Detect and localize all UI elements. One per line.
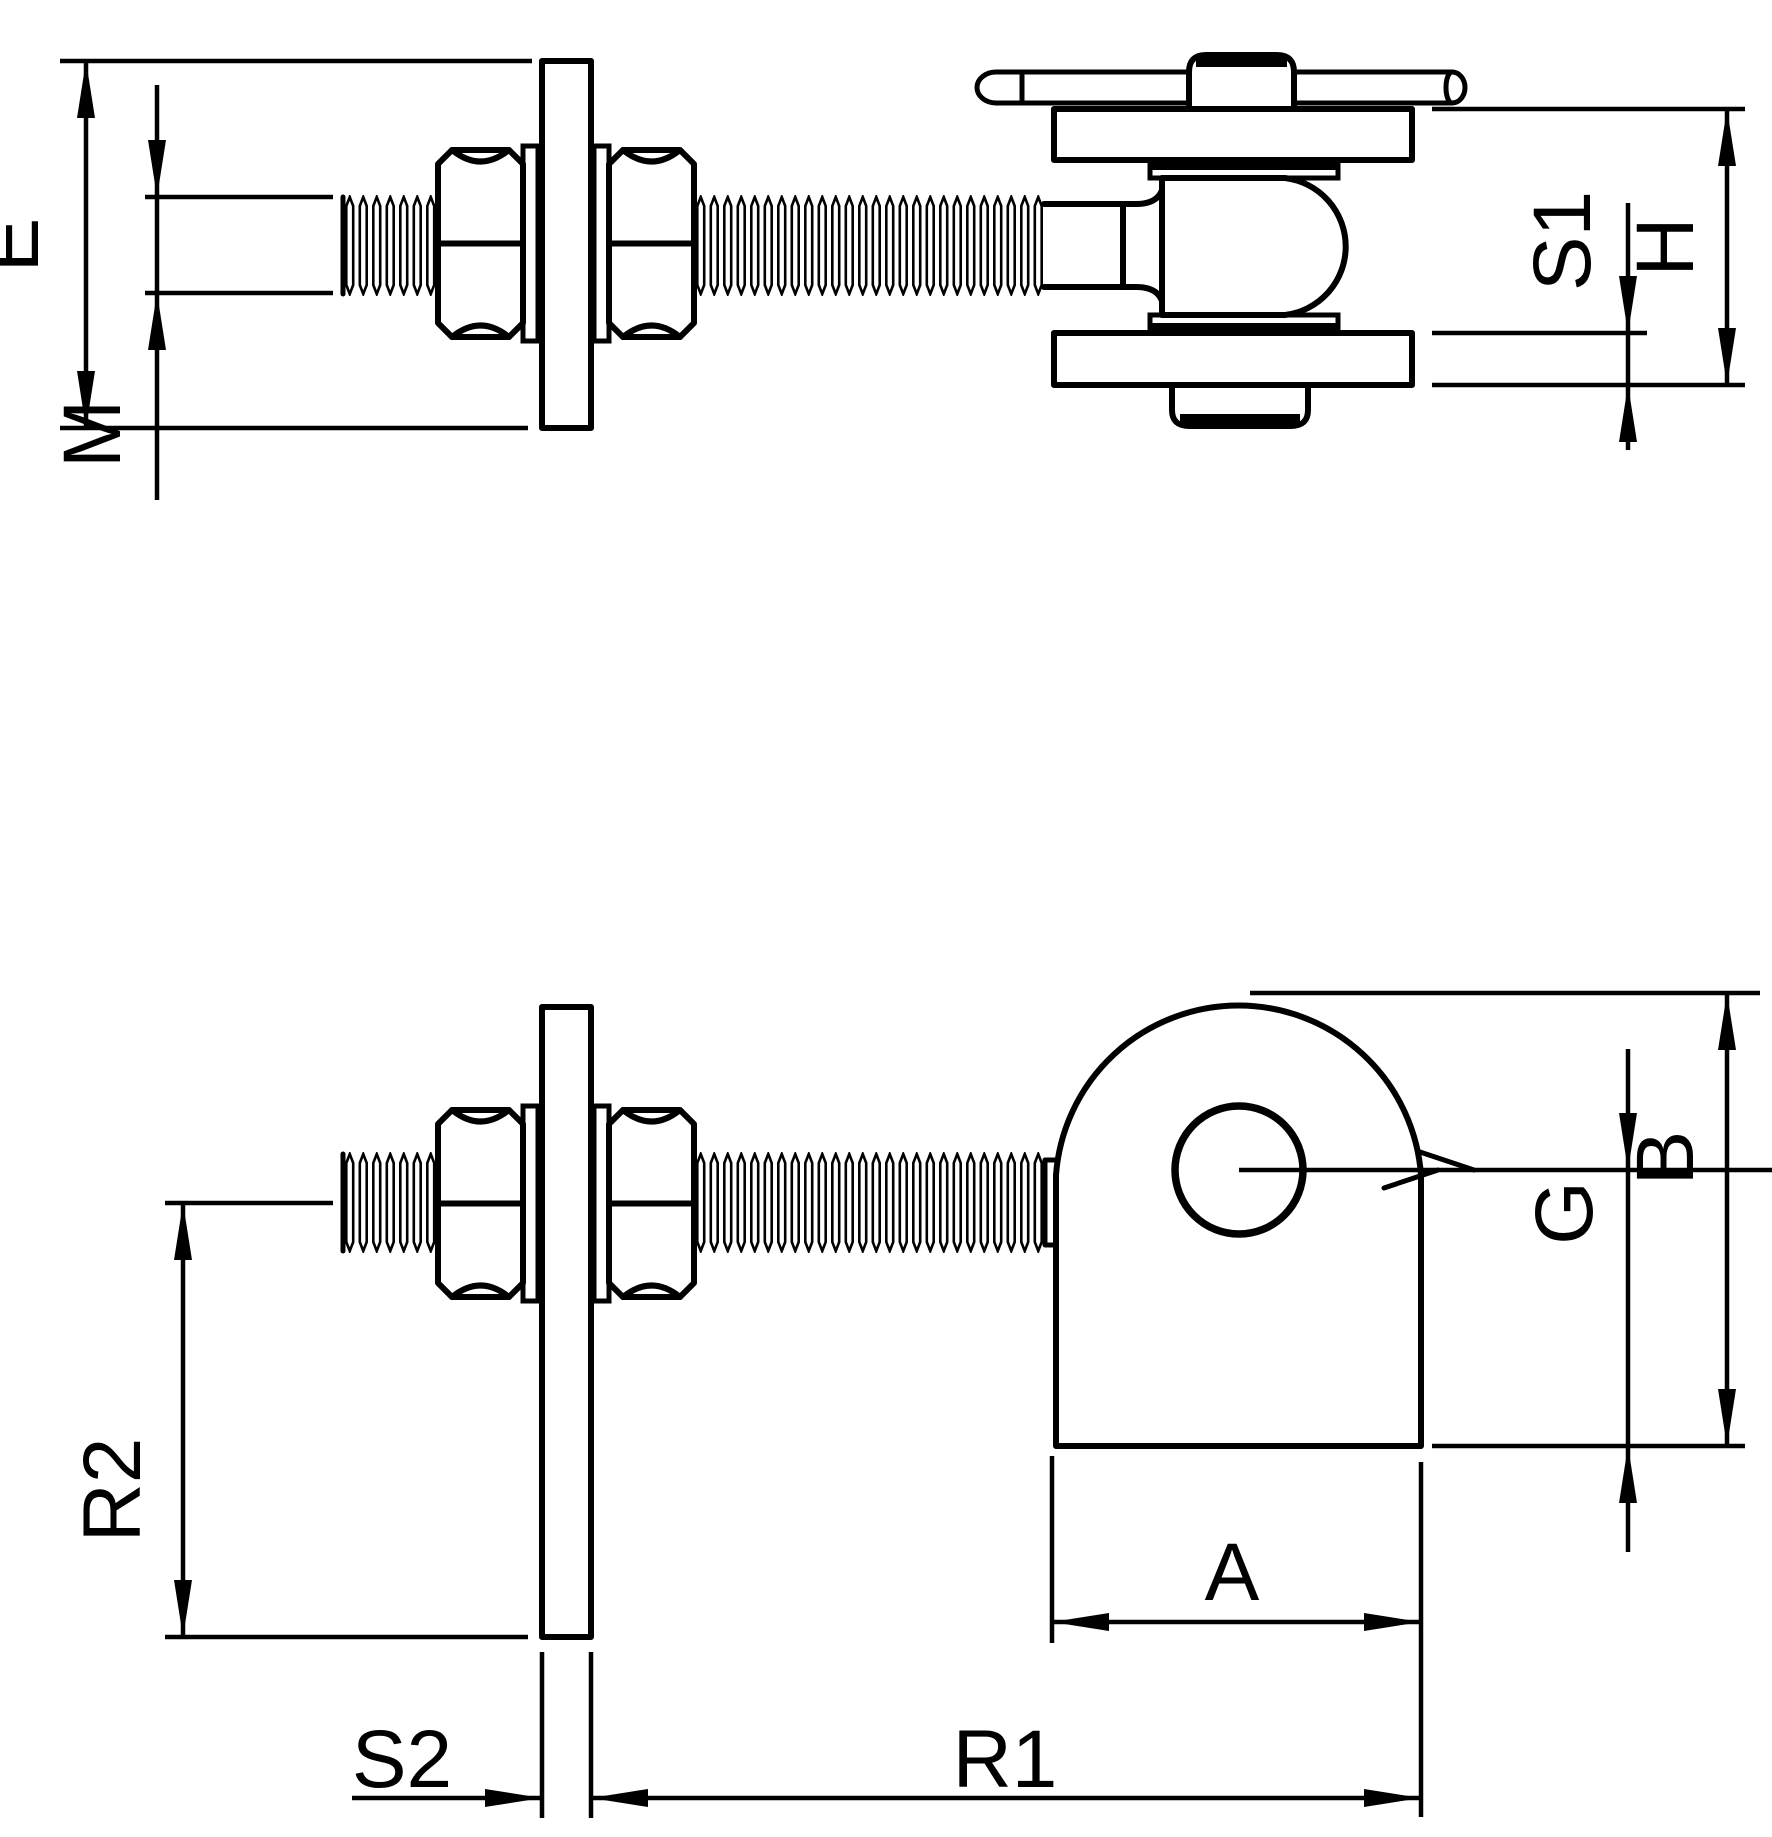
dimension-B: B	[1250, 990, 1760, 1446]
arrowhead-icon	[1619, 385, 1637, 442]
dim-label-A: A	[1205, 1527, 1260, 1618]
bar-right-round-end	[1443, 69, 1468, 106]
dim-label-S1: S1	[1517, 191, 1608, 291]
dim-label-S2: S2	[352, 1714, 452, 1805]
shank-fillet	[1120, 175, 1165, 318]
ball-joint-housing	[1159, 175, 1349, 318]
upper-hinge-leaf	[1051, 106, 1415, 163]
rod-shank	[1041, 201, 1126, 290]
dim-label-M: M	[47, 400, 138, 468]
bottom-view: R2 A S2 R1	[67, 990, 1772, 1818]
arrowhead-icon	[1052, 1613, 1109, 1631]
dim-label-E: E	[0, 218, 56, 273]
dimension-G: G	[1519, 1049, 1637, 1552]
arrowhead-icon	[77, 371, 95, 428]
hex-nut-right	[609, 1110, 694, 1297]
arrowhead-icon	[1364, 1789, 1421, 1807]
thread-section-right	[694, 1152, 1045, 1253]
arrowhead-icon	[174, 1580, 192, 1637]
dimension-E: E	[0, 58, 532, 431]
dimension-H: H	[1432, 106, 1745, 388]
threaded-rod-top-view	[340, 175, 1165, 318]
hinge-knuckle	[974, 52, 1468, 429]
hex-nut-right	[609, 150, 694, 337]
washer-left	[523, 1106, 538, 1301]
dimension-S1: S1	[1432, 191, 1647, 450]
dim-label-R1: R1	[953, 1714, 1058, 1805]
arrowhead-icon	[148, 293, 166, 350]
arrowhead-icon	[1619, 1113, 1637, 1170]
lock-nuts-top-view	[438, 146, 694, 341]
dimension-R2: R2	[67, 1200, 528, 1640]
eye-bracket	[1053, 1002, 1772, 1449]
arrowhead-icon	[1718, 993, 1736, 1050]
thread-section-left	[343, 1152, 438, 1253]
top-view: E M S1 H	[0, 52, 1745, 500]
arrowhead-icon	[174, 1203, 192, 1260]
dim-label-H: H	[1620, 217, 1711, 276]
dimension-A: A	[1049, 1456, 1421, 1643]
axis-arrow-icon	[1381, 1149, 1477, 1191]
dim-label-R2: R2	[67, 1438, 158, 1543]
weld-on-bar	[974, 69, 1468, 106]
bracket-outline	[1053, 1002, 1424, 1449]
arrowhead-icon	[1718, 328, 1736, 385]
dimension-M: M	[47, 85, 333, 500]
hex-nut-left	[438, 1110, 523, 1297]
bar-left-round-end	[974, 69, 999, 106]
dimension-R1: R1	[591, 1462, 1424, 1817]
gate-post-plate-front-view	[539, 1004, 594, 1640]
hex-nut-left	[438, 150, 523, 337]
thread-section-left	[343, 195, 438, 296]
arrowhead-icon	[77, 61, 95, 118]
arrowhead-icon	[1718, 1389, 1736, 1446]
thread-section-right	[694, 195, 1044, 296]
dimension-S2: S2	[352, 1652, 594, 1818]
arrowhead-icon	[1718, 109, 1736, 166]
washer-left	[523, 146, 538, 341]
dim-label-G: G	[1519, 1181, 1610, 1245]
dim-label-B: B	[1620, 1131, 1711, 1186]
lock-nuts-front-view	[438, 1106, 694, 1301]
arrowhead-icon	[1619, 276, 1637, 333]
threaded-rod-front-view	[340, 1151, 1059, 1254]
arrowhead-icon	[148, 140, 166, 197]
gate-post-plate-top-view	[539, 58, 594, 431]
lower-hinge-leaf	[1051, 330, 1415, 388]
arrowhead-icon	[485, 1789, 542, 1807]
arrowhead-icon	[1364, 1613, 1421, 1631]
arrowhead-icon	[591, 1789, 648, 1807]
arrowhead-icon	[1619, 1446, 1637, 1503]
